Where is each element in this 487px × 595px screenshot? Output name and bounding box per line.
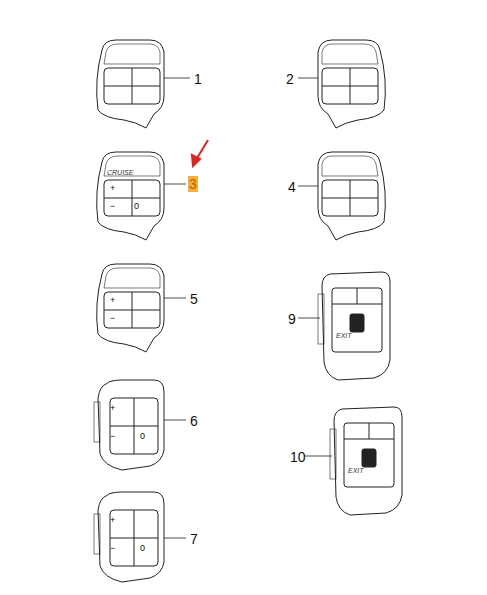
button-label: + [110,516,115,525]
button-label: CRUISE [107,169,133,176]
button-label: + [110,404,115,413]
button-label: 0 [140,432,145,441]
callout-number: 3 [189,176,197,192]
callout-number: 7 [190,532,198,546]
callout-number: 1 [194,72,202,86]
button-label: − [110,544,115,553]
button-label: 0 [134,202,139,211]
callout-number: 2 [286,72,294,86]
highlighted-callout: 3 [188,176,198,192]
callout-number: 9 [288,312,296,326]
button-label: EXIT [336,332,352,339]
callout-number: 5 [190,292,198,306]
button-label: + [110,296,115,305]
callout-number: 6 [190,414,198,428]
button-label: + [110,184,115,193]
callout-number: 4 [288,180,296,194]
button-label: EXIT [348,467,364,474]
callout-number: 10 [290,450,306,464]
button-label: − [110,202,115,211]
button-label: 0 [140,544,145,553]
button-label: − [110,314,115,323]
button-label: − [110,432,115,441]
